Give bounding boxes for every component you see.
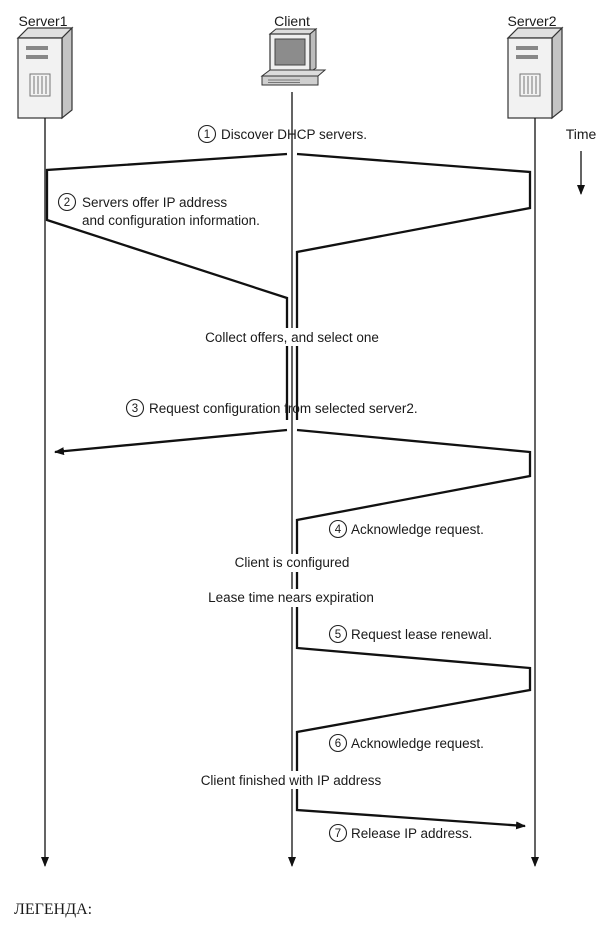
step-1-circle xyxy=(197,124,217,144)
step-4-label: Acknowledge request. xyxy=(351,522,484,537)
client-label: Client xyxy=(274,13,310,29)
request-to-server1-path xyxy=(54,428,288,456)
server2-icon xyxy=(506,26,564,120)
client-computer-icon xyxy=(260,27,327,86)
server2-label: Server2 xyxy=(507,13,556,29)
dhcp-sequence-diagram: Server1 Client Server2 xyxy=(16,13,597,867)
step-1-number: 1 xyxy=(204,129,210,141)
step-6-number: 6 xyxy=(335,738,341,750)
note-client-finished: Client finished with IP address xyxy=(201,773,382,788)
step-7-label: Release IP address. xyxy=(351,826,472,841)
server1-label: Server1 xyxy=(18,13,67,29)
step-2-circle xyxy=(57,192,77,212)
step-4-circle xyxy=(328,519,348,539)
note-client-configured: Client is configured xyxy=(235,555,350,570)
server1-icon xyxy=(16,26,74,120)
step-2-label-line1: Servers offer IP address xyxy=(82,195,227,210)
step-2-number: 2 xyxy=(64,197,70,209)
time-label: Time xyxy=(566,126,597,142)
note-lease-expiration: Lease time nears expiration xyxy=(208,590,374,605)
step-1-label: Discover DHCP servers. xyxy=(221,127,367,142)
step-3-circle xyxy=(125,398,145,418)
discover-broadcast-path xyxy=(45,152,289,420)
note-collect-offers: Collect offers, and select one xyxy=(205,330,379,345)
step-5-circle xyxy=(328,624,348,644)
step-5-number: 5 xyxy=(335,629,341,641)
discover-broadcast-path-right xyxy=(295,152,532,420)
step-6-circle xyxy=(328,733,348,753)
step-7-circle xyxy=(328,823,348,843)
step-5-label: Request lease renewal. xyxy=(351,627,492,642)
step-3-label: Request configuration from selected serv… xyxy=(149,401,418,416)
step-2-label-line2: and configuration information. xyxy=(82,213,260,228)
step-4-number: 4 xyxy=(335,524,342,536)
step-3-number: 3 xyxy=(132,403,138,415)
legend-title: ЛЕГЕНДА: xyxy=(14,901,93,918)
step-7-number: 7 xyxy=(335,828,341,840)
step-6-label: Acknowledge request. xyxy=(351,736,484,751)
